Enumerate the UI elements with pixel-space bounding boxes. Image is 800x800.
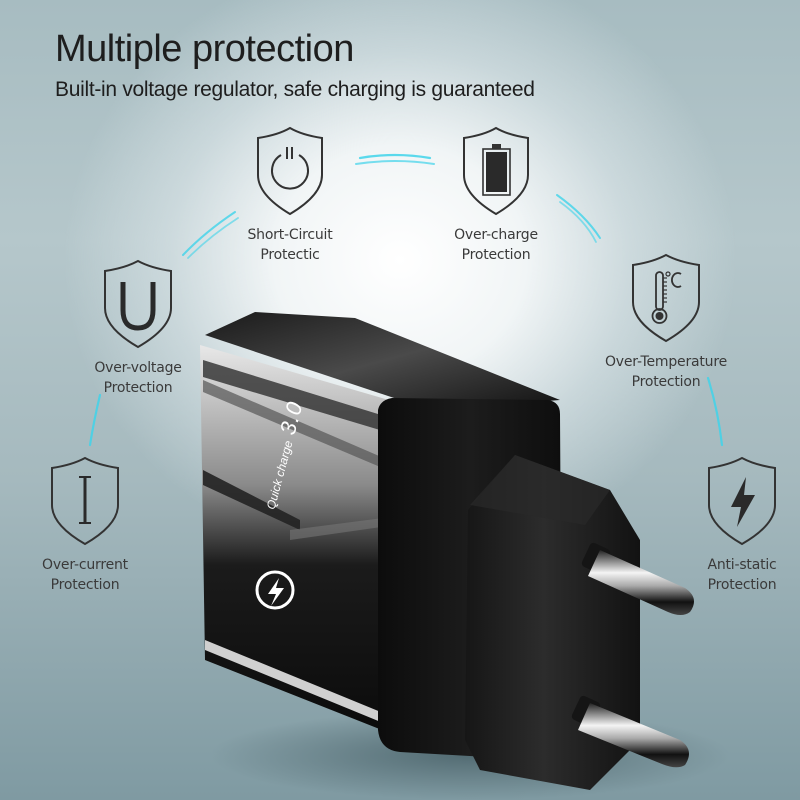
feature-label: Short-Circuit Protectic (247, 227, 333, 263)
thermometer-celsius-icon (632, 253, 700, 343)
quick-charge-bolt-icon (255, 570, 295, 610)
feature-label: Over-current Protection (42, 557, 128, 593)
feature-over-temperature: Over-Temperature Protection (586, 252, 746, 392)
battery-icon (463, 126, 529, 216)
letter-i-icon (51, 456, 119, 546)
lightning-bolt-icon (708, 456, 776, 546)
feature-label: Over-Temperature Protection (604, 354, 728, 390)
feature-over-current: Over-current Protection (5, 455, 165, 595)
feature-over-voltage: Over-voltage Protection (58, 258, 218, 398)
feature-over-charge: Over-charge Protection (416, 125, 576, 265)
page-subtitle: Built-in voltage regulator, safe chargin… (55, 78, 535, 101)
letter-u-icon (104, 259, 172, 349)
feature-label: Anti-static Protection (707, 557, 777, 593)
feature-anti-static: Anti-static Protection (662, 455, 800, 595)
quick-charge-badge: Quick charge3.0 (263, 398, 308, 511)
power-icon (257, 126, 323, 216)
feature-short-circuit: Short-Circuit Protectic (210, 125, 370, 265)
page-title: Multiple protection (55, 28, 354, 70)
feature-label: Over-voltage Protection (94, 360, 182, 396)
feature-label: Over-charge Protection (454, 227, 538, 263)
plug-pin-bottom (571, 695, 689, 768)
